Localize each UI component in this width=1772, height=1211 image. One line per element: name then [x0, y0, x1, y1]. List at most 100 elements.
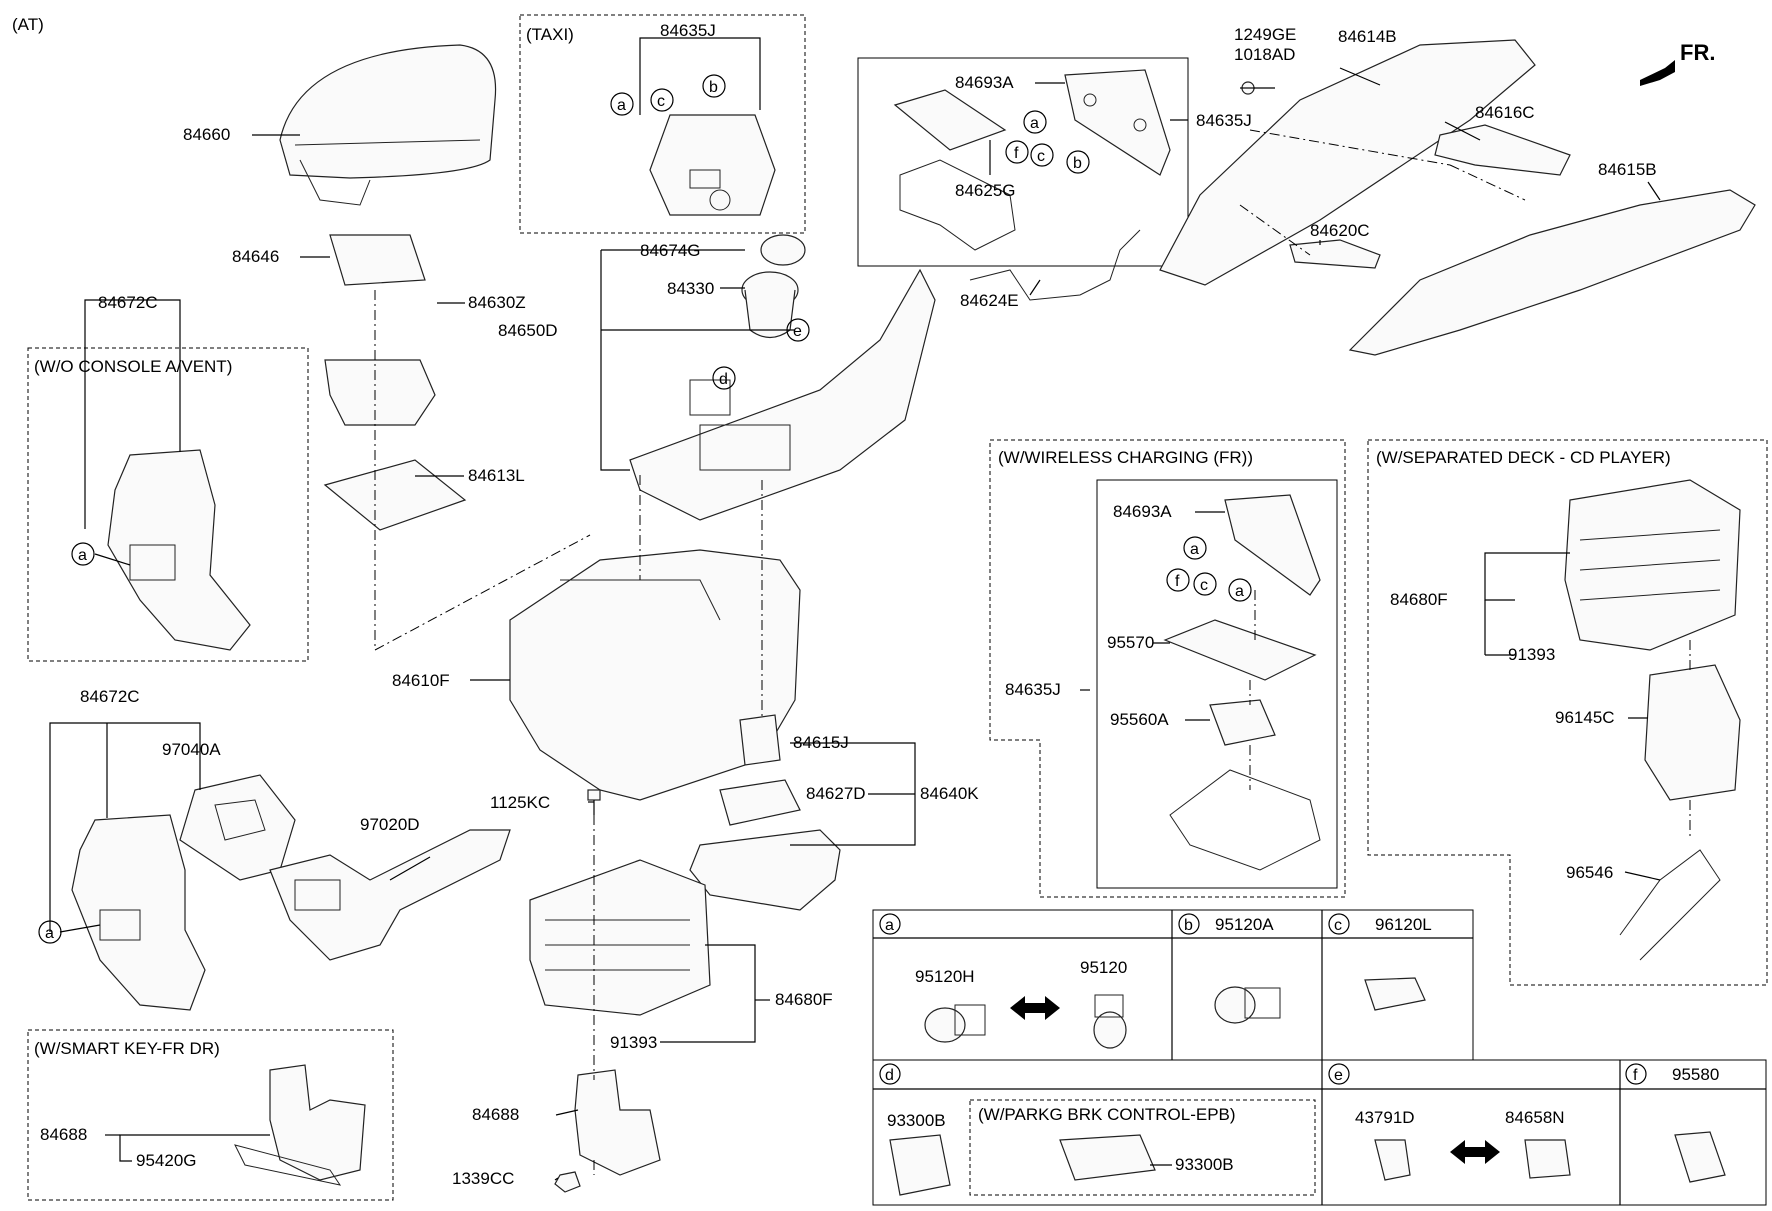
part-label-84693A-b: 84693A: [1113, 502, 1172, 521]
knob-part: [741, 271, 799, 339]
part-label-84688-b: 84688: [472, 1105, 519, 1124]
part-label-84672C-a: 84672C: [98, 293, 158, 312]
mount-bracket-part: [899, 159, 1016, 251]
part-label-84616C: 84616C: [1475, 103, 1535, 122]
part-label-91393-a: 91393: [610, 1033, 657, 1052]
tray-part: [324, 359, 436, 426]
smart-key-group-box: [27, 1029, 394, 1201]
switch-panel-box: [857, 57, 1189, 267]
part-label-97020D: 97020D: [360, 815, 420, 834]
bracket-84616C-part: [1434, 124, 1571, 176]
front-arrow-icon: [1640, 60, 1675, 86]
epb-switch-icon-b: [1059, 1134, 1156, 1181]
bracket-84615J-part: [739, 714, 781, 766]
svg-text:a: a: [45, 925, 54, 942]
svg-text:e: e: [1334, 1067, 1343, 1084]
svg-text:a: a: [617, 97, 626, 114]
storage-84640K-part: [689, 829, 841, 911]
wireless-charger-95560A-part: [1209, 699, 1276, 746]
switch-panel-84693A-part-a: [1064, 69, 1171, 176]
callout-c: c: [1193, 572, 1217, 596]
assembly-line: [374, 534, 591, 651]
callout-a: a: [71, 542, 95, 566]
side-panel-84615B-part: [1348, 189, 1756, 356]
legend-part-93300B-a: 93300B: [887, 1111, 946, 1130]
part-label-84615J: 84615J: [793, 733, 849, 752]
taxi-switch-panel-part: [649, 114, 776, 216]
cap-84658N-icon: [1524, 1139, 1571, 1179]
part-label-84615B: 84615B: [1598, 160, 1657, 179]
svg-text:c: c: [1037, 148, 1045, 165]
svg-text:f: f: [1014, 145, 1019, 162]
part-label-84330: 84330: [667, 279, 714, 298]
svg-text:a: a: [1235, 583, 1244, 600]
socket-95120H-icon: [924, 1004, 986, 1043]
wireless-group-box: [989, 439, 1346, 898]
console-body-part: [509, 549, 801, 801]
corner-label: (AT): [12, 15, 44, 34]
bracket-part-b: [574, 1069, 661, 1176]
assembly-line: [1449, 164, 1526, 201]
callout-a: a: [1183, 536, 1207, 560]
cd-player-group-box: [1367, 439, 1768, 986]
svg-text:a: a: [1190, 541, 1199, 558]
part-label-84635J-b: 84635J: [1196, 111, 1252, 130]
callout-a: a: [1228, 578, 1252, 602]
callout-a: a: [610, 92, 634, 116]
svg-text:d: d: [719, 371, 728, 388]
part-label-1018AD: 1018AD: [1234, 45, 1295, 64]
cd-player-96145C-part: [1644, 664, 1741, 801]
part-label-84620C: 84620C: [1310, 221, 1370, 240]
storage-box-part-a: [529, 859, 711, 1016]
wo-console-group-label: (W/O CONSOLE A/VENT): [34, 357, 232, 376]
duct-part: [269, 829, 511, 961]
cable-96546-part: [1619, 849, 1721, 961]
part-label-84624E: 84624E: [960, 291, 1019, 310]
nut-part: [554, 1171, 581, 1193]
pad-84625G-part: [893, 89, 1007, 151]
svg-text:a: a: [885, 917, 894, 934]
pad-part: [329, 234, 426, 286]
switch-95580-icon: [1674, 1131, 1726, 1183]
front-label: FR.: [1680, 40, 1715, 65]
rear-cover-part-b: [71, 814, 206, 1011]
svg-text:d: d: [885, 1067, 894, 1084]
assembly-line: [1239, 204, 1311, 256]
legend-key-b: b: [1178, 913, 1200, 935]
svg-text:b: b: [1073, 155, 1082, 172]
wo-console-group-box: [27, 347, 309, 662]
svg-text:e: e: [793, 323, 802, 340]
clip-43791D-icon: [1374, 1139, 1411, 1181]
legend-part-95120H: 95120H: [915, 967, 975, 986]
callout-b: b: [702, 74, 726, 98]
legend-table: [872, 909, 1767, 1206]
callout-b: b: [1066, 150, 1090, 174]
wireless-pad-95570-part: [1163, 619, 1317, 681]
part-label-84610F: 84610F: [392, 671, 450, 690]
bezel-part: [760, 234, 806, 266]
callout-a: a: [38, 920, 62, 944]
harness-part: [969, 229, 1141, 301]
storage-box-part-b: [1564, 479, 1741, 651]
rear-cover-part-a: [107, 449, 251, 651]
double-arrow-icon: [1010, 996, 1060, 1020]
part-label-84680F-a: 84680F: [775, 990, 833, 1009]
armrest-part: [279, 44, 497, 206]
part-label-96546: 96546: [1566, 863, 1613, 882]
part-label-84625G: 84625G: [955, 181, 1016, 200]
callout-c: c: [650, 88, 674, 112]
epb-switch-icon-a: [889, 1134, 951, 1196]
wireless-group-label: (W/WIRELESS CHARGING (FR)): [998, 448, 1253, 467]
part-label-84635J-taxi: 84635J: [660, 21, 716, 40]
part-label-84635J-c: 84635J: [1005, 680, 1061, 699]
svg-text:a: a: [78, 547, 87, 564]
part-label-84630Z: 84630Z: [468, 293, 526, 312]
taxi-group-box: [519, 14, 806, 234]
callout-e: e: [786, 318, 810, 342]
legend-key-c: c: [1328, 913, 1350, 935]
callout-c: c: [1030, 143, 1054, 167]
legend-part-95120: 95120: [1080, 958, 1127, 977]
legend-part-96120L: 96120L: [1375, 915, 1432, 934]
part-label-84614B: 84614B: [1338, 27, 1397, 46]
mat-part: [323, 459, 467, 531]
